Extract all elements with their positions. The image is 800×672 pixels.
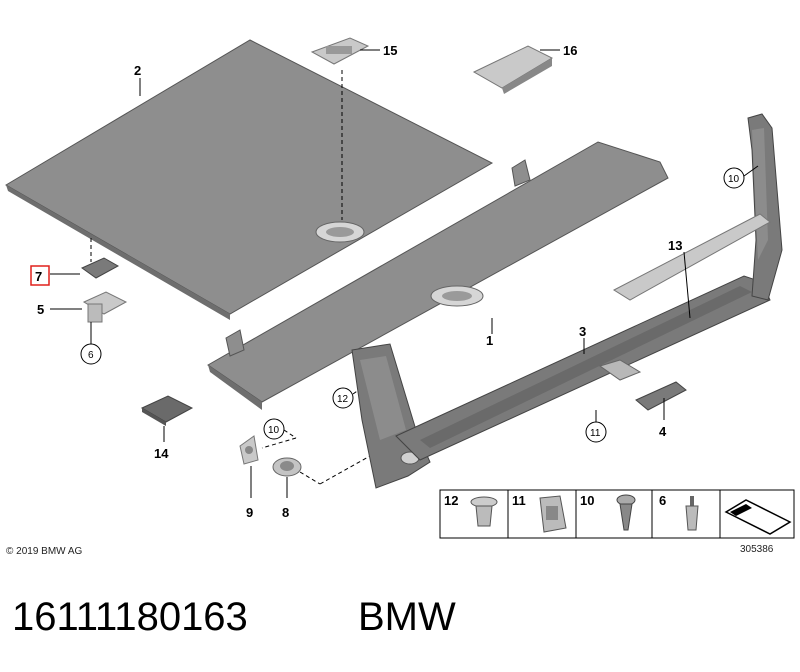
right-pillar-trim[interactable] [747, 113, 783, 301]
callout-8: 8 [282, 505, 289, 520]
rivet-icon [685, 496, 699, 531]
callout-9: 9 [246, 505, 253, 520]
callout-10-upper: 10 [728, 174, 740, 185]
clamp-icon [539, 495, 567, 533]
cover-part-16[interactable] [472, 45, 554, 94]
screw-icon [616, 494, 636, 531]
handle-part-15[interactable] [310, 37, 370, 65]
legend-num-12: 12 [444, 493, 458, 508]
pillar-trim[interactable] [351, 343, 431, 489]
bracket-part-7[interactable] [81, 257, 120, 279]
callout-2: 2 [134, 63, 141, 78]
callout-6: 6 [88, 350, 94, 361]
hinge-part-5[interactable] [82, 291, 128, 323]
legend-num-10: 10 [580, 493, 594, 508]
callout-7: 7 [35, 269, 42, 284]
copyright-text: © 2019 BMW AG [6, 546, 83, 557]
part-number: 16111180163 [12, 595, 248, 639]
highlight-box-7 [30, 265, 50, 286]
bracket-part-4[interactable] [635, 381, 687, 411]
callout-10-lower: 10 [268, 425, 280, 436]
arrow-icon [724, 499, 792, 535]
callout-14: 14 [154, 446, 169, 461]
callout-13: 13 [668, 238, 682, 253]
cover-panel-part-1[interactable] [207, 141, 669, 410]
fastener-legend: 12 11 10 6 [439, 489, 795, 539]
legend-num-11: 11 [512, 493, 526, 508]
floor-panel-part-2[interactable] [5, 39, 494, 320]
callout-4: 4 [659, 424, 667, 439]
callout-5: 5 [37, 302, 44, 317]
pad-part-14[interactable] [140, 395, 194, 426]
callout-12-main: 12 [337, 394, 349, 405]
callout-3: 3 [579, 324, 586, 339]
callout-15: 15 [383, 43, 397, 58]
clip-part-9[interactable] [239, 435, 259, 465]
clip-icon [470, 496, 498, 527]
legend-num-6: 6 [659, 493, 666, 508]
callout-16: 16 [563, 43, 577, 58]
scuff-plate-part-13[interactable] [612, 213, 771, 301]
brand-name: BMW [358, 595, 456, 639]
sill-trim-part-3[interactable] [395, 275, 771, 461]
callout-1: 1 [486, 333, 493, 348]
diagram-number: 305386 [740, 544, 774, 555]
callout-11-main: 11 [590, 428, 601, 439]
grommet-part-8[interactable] [272, 457, 302, 477]
